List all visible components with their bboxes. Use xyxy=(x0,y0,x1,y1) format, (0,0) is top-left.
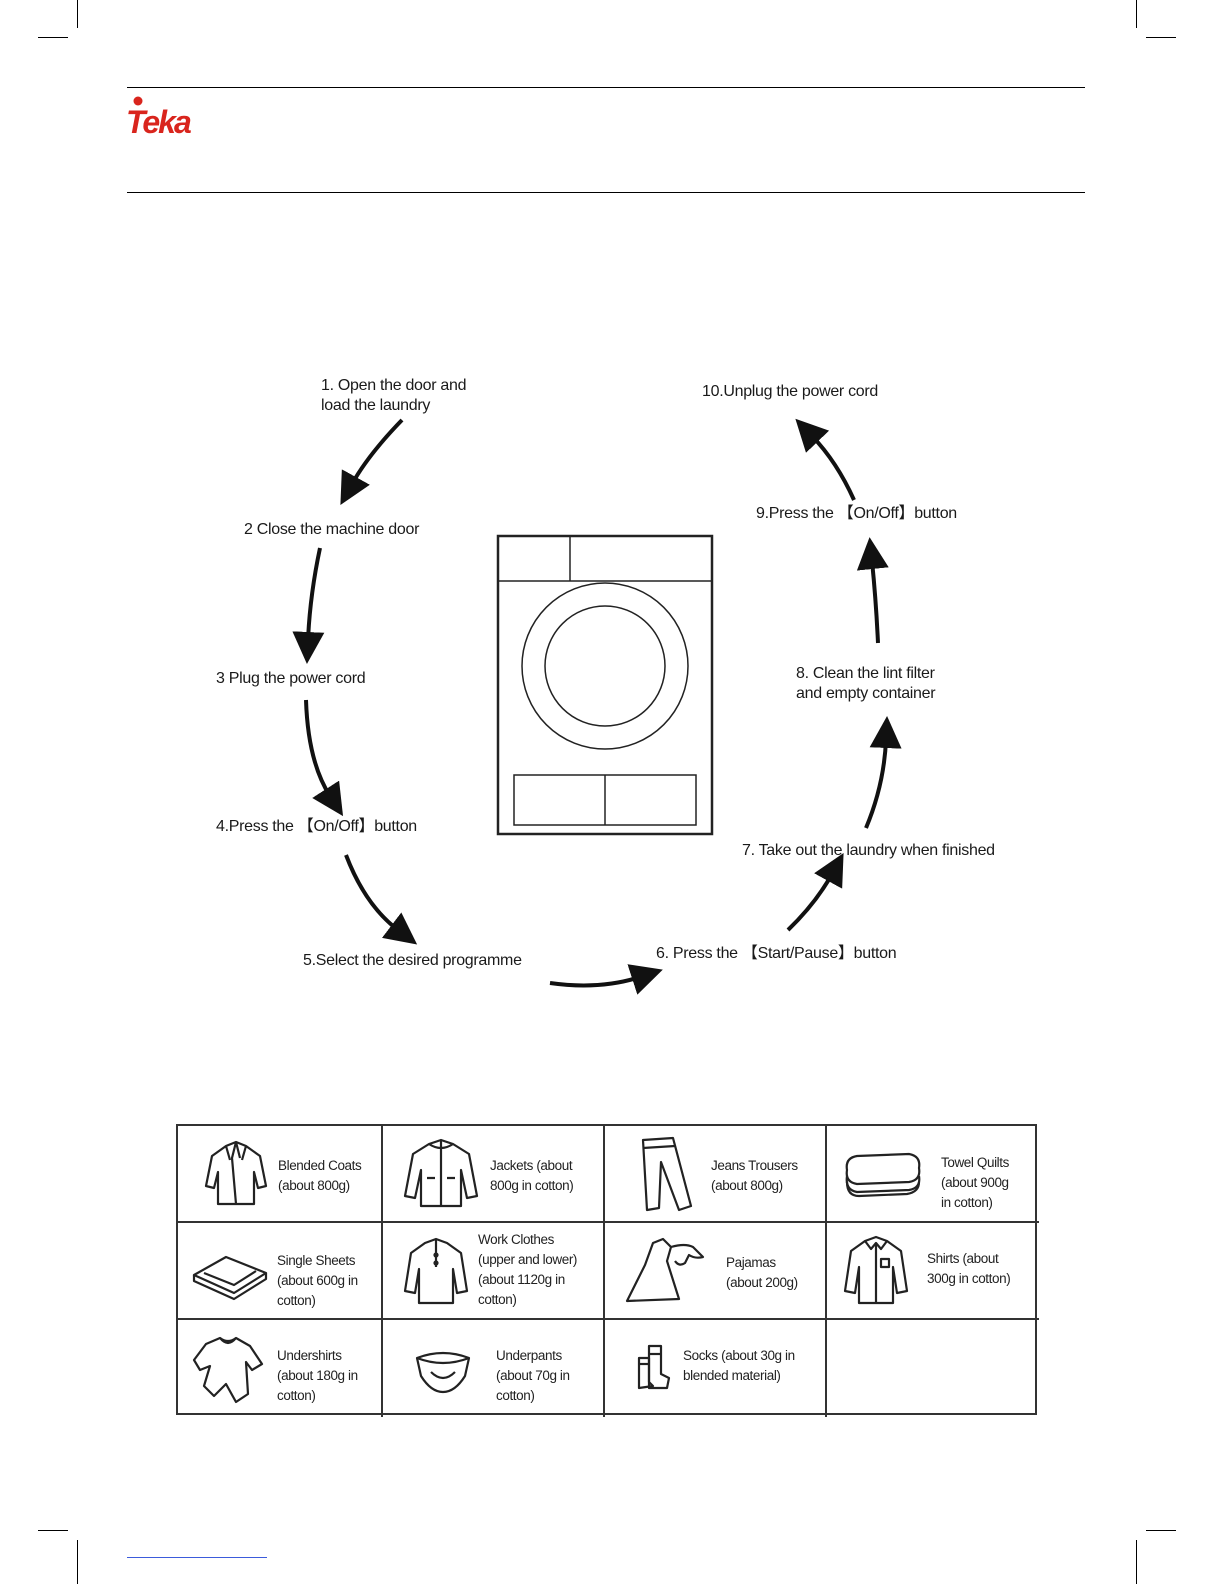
arrow-8-9 xyxy=(856,537,889,644)
cell-label: Shirts (about 300g in cotton) xyxy=(927,1251,1011,1286)
table-cell: Pajamas (about 200g) xyxy=(605,1223,827,1320)
jacket-icon xyxy=(403,1138,479,1208)
svg-text:Teka: Teka xyxy=(126,104,191,137)
table-cell: Shirts (about 300g in cotton) xyxy=(827,1223,1039,1320)
crop-mark xyxy=(1136,1540,1137,1584)
cell-label: Blended Coats (about 800g) xyxy=(278,1158,362,1193)
cell-label: Underpants (about 70g in cotton) xyxy=(496,1348,570,1403)
cell-label: Pajamas (about 200g) xyxy=(726,1255,798,1290)
cell-label: Undershirts (about 180g in cotton) xyxy=(277,1348,358,1403)
coat-icon xyxy=(204,1140,268,1206)
laundry-weight-table: Blended Coats (about 800g) Jackets (abou… xyxy=(176,1124,1039,1417)
cell-label: Socks (about 30g in blended material) xyxy=(683,1348,795,1383)
table-cell: Socks (about 30g in blended material) xyxy=(605,1320,827,1417)
table-cell: Blended Coats (about 800g) xyxy=(178,1126,383,1223)
arrow-6-7 xyxy=(786,852,844,932)
header-rule-top xyxy=(127,87,1085,88)
crop-mark xyxy=(1136,0,1137,28)
step-6: 6. Press the 【Start/Pause】button xyxy=(656,945,897,962)
towel-icon xyxy=(845,1152,921,1198)
crop-mark xyxy=(77,1540,78,1584)
work-clothes-icon xyxy=(403,1237,469,1305)
step-4: 4.Press the 【On/Off】button xyxy=(216,818,417,835)
table-cell: Work Clothes (upper and lower) (about 11… xyxy=(383,1223,605,1320)
underpants-icon xyxy=(415,1351,471,1394)
step-10: 10.Unplug the power cord xyxy=(702,383,879,400)
arrow-4-5 xyxy=(344,854,418,945)
step-8: 8. Clean the lint filter and empty conta… xyxy=(796,665,936,702)
table-cell: Towel Quilts (about 900g in cotton) xyxy=(827,1126,1039,1223)
sheets-icon xyxy=(192,1255,268,1301)
crop-mark xyxy=(77,0,78,28)
header-rule-bottom xyxy=(127,192,1085,193)
cell-label: Work Clothes (upper and lower) (about 11… xyxy=(478,1232,578,1307)
step-5: 5.Select the desired programme xyxy=(303,952,522,969)
step-1: 1. Open the door and load the laundry xyxy=(321,377,467,414)
cycle-diagram xyxy=(292,418,902,995)
step-2: 2 Close the machine door xyxy=(244,521,420,538)
brand-logo: Teka xyxy=(126,95,196,140)
table-cell: Undershirts (about 180g in cotton) xyxy=(178,1320,383,1417)
crop-mark xyxy=(1146,37,1176,38)
cell-label: Towel Quilts (about 900g in cotton) xyxy=(941,1155,1009,1210)
table-cell: Underpants (about 70g in cotton) xyxy=(383,1320,605,1417)
table-cell: Jeans Trousers (about 800g) xyxy=(605,1126,827,1223)
arrow-5-6 xyxy=(549,964,663,995)
step-9: 9.Press the 【On/Off】button xyxy=(756,505,957,522)
cell-label: Single Sheets (about 600g in cotton) xyxy=(277,1253,358,1308)
trousers-icon xyxy=(641,1136,693,1212)
cell-label: Jackets (about 800g in cotton) xyxy=(490,1158,574,1193)
table-cell: Single Sheets (about 600g in cotton) xyxy=(178,1223,383,1320)
table-cell-empty xyxy=(827,1320,1039,1417)
arrow-2-3 xyxy=(292,547,325,664)
undershirt-icon xyxy=(192,1336,264,1404)
step-3: 3 Plug the power cord xyxy=(216,670,366,687)
crop-mark xyxy=(1146,1530,1176,1531)
arrow-3-4 xyxy=(304,699,344,817)
table-cell: Jackets (about 800g in cotton) xyxy=(383,1126,605,1223)
arrow-9-10 xyxy=(795,418,856,501)
socks-icon xyxy=(637,1344,671,1390)
crop-mark xyxy=(38,1530,68,1531)
dryer-illustration xyxy=(496,534,714,836)
footer-link-underline xyxy=(127,1557,267,1558)
pajamas-icon xyxy=(625,1237,705,1303)
arrow-1-2 xyxy=(340,418,404,506)
crop-mark xyxy=(38,37,68,38)
cell-label: Jeans Trousers (about 800g) xyxy=(711,1158,798,1193)
step-7: 7. Take out the laundry when finished xyxy=(742,842,995,859)
shirt-icon xyxy=(843,1235,909,1305)
arrow-7-8 xyxy=(864,716,902,829)
